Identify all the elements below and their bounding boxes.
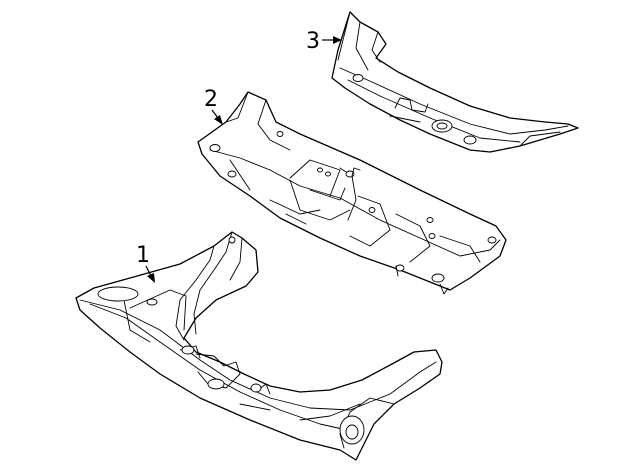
callout-1: 1	[136, 243, 155, 283]
callout-3: 3	[306, 29, 342, 54]
callout-2: 2	[204, 87, 223, 125]
callout-2-leader	[211, 109, 219, 119]
callout-3-arrow	[333, 36, 342, 44]
callout-1-arrow	[147, 273, 155, 283]
callout-1-leader	[145, 265, 152, 277]
callout-2-label: 2	[204, 87, 218, 112]
callout-1-label: 1	[136, 243, 150, 268]
callout-2-arrow	[214, 115, 223, 125]
part-1-brace	[75, 231, 443, 461]
part-3-trim-panel	[331, 11, 579, 153]
callout-3-label: 3	[306, 29, 320, 54]
part-2-support	[197, 91, 507, 295]
